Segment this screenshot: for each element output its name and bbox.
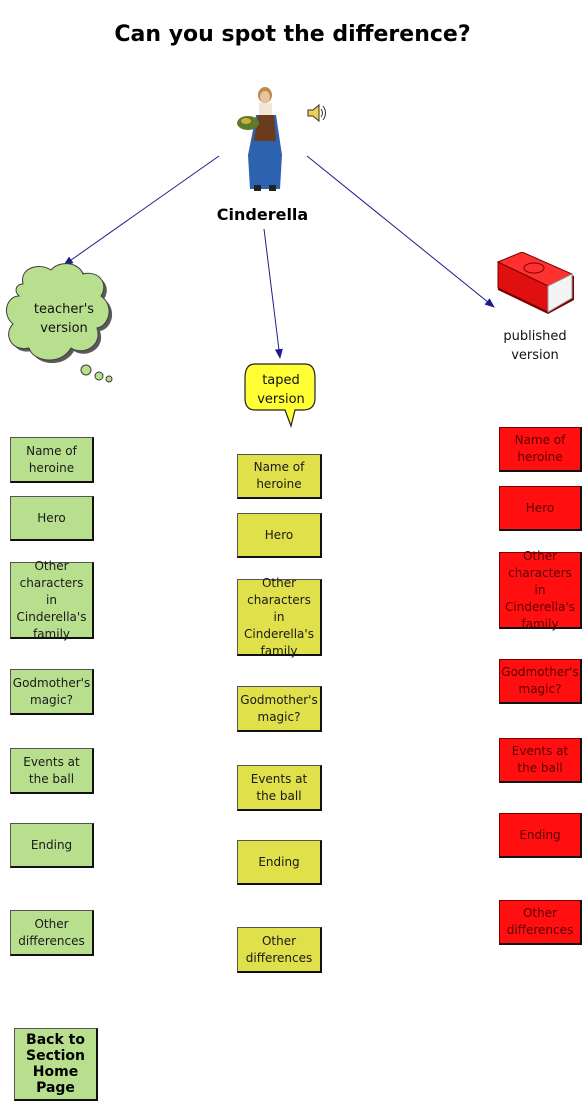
teacher-godmothers-magic-box[interactable]: Godmother's magic?	[10, 669, 94, 715]
page-title: Can you spot the difference?	[114, 22, 471, 47]
arrow-to-taped-version	[263, 228, 283, 359]
speaker-icon[interactable]	[306, 102, 328, 124]
teacher-events-at-the-ball-box[interactable]: Events at the ball	[10, 748, 94, 794]
taped-other-characters-box[interactable]: Other characters in Cinderella's family	[237, 576, 322, 658]
taped-godmothers-magic-box[interactable]: Godmother's magic?	[237, 686, 322, 732]
published-events-at-the-ball-box[interactable]: Events at the ball	[499, 738, 582, 783]
teacher-hero-box[interactable]: Hero	[10, 496, 94, 541]
speech-bubble-icon	[244, 363, 316, 429]
published-version-label: published version	[503, 329, 567, 363]
published-godmothers-magic-box[interactable]: Godmother's magic?	[499, 659, 582, 704]
published-other-characters-box[interactable]: Other characters in Cinderella's family	[499, 549, 582, 631]
back-to-section-home-button[interactable]: Back to Section Home Page	[14, 1028, 98, 1101]
cinderella-figure[interactable]	[232, 85, 294, 197]
published-hero-box[interactable]: Hero	[499, 486, 582, 531]
book-icon	[496, 252, 574, 314]
taped-name-of-heroine-box[interactable]: Name of heroine	[237, 454, 322, 499]
teacher-name-of-heroine-box[interactable]: Name of heroine	[10, 437, 94, 483]
arrow-to-published-version	[306, 155, 495, 308]
taped-events-at-the-ball-box[interactable]: Events at the ball	[237, 765, 322, 811]
taped-ending-box[interactable]: Ending	[237, 840, 322, 885]
taped-hero-box[interactable]: Hero	[237, 513, 322, 558]
thought-cloud-icon	[5, 263, 113, 383]
arrow-to-teacher-version	[63, 155, 220, 266]
teacher-other-characters-box[interactable]: Other characters in Cinderella's family	[10, 559, 94, 641]
teacher-other-differences-box[interactable]: Other differences	[10, 910, 94, 956]
teacher-version-label: teacher's version	[33, 302, 95, 336]
published-other-differences-box[interactable]: Other differences	[499, 900, 582, 945]
taped-version-label: taped version	[257, 373, 305, 407]
published-name-of-heroine-box[interactable]: Name of heroine	[499, 427, 582, 472]
taped-other-differences-box[interactable]: Other differences	[237, 927, 322, 973]
teacher-ending-box[interactable]: Ending	[10, 823, 94, 868]
cinderella-label: Cinderella	[216, 205, 309, 224]
published-ending-box[interactable]: Ending	[499, 813, 582, 858]
